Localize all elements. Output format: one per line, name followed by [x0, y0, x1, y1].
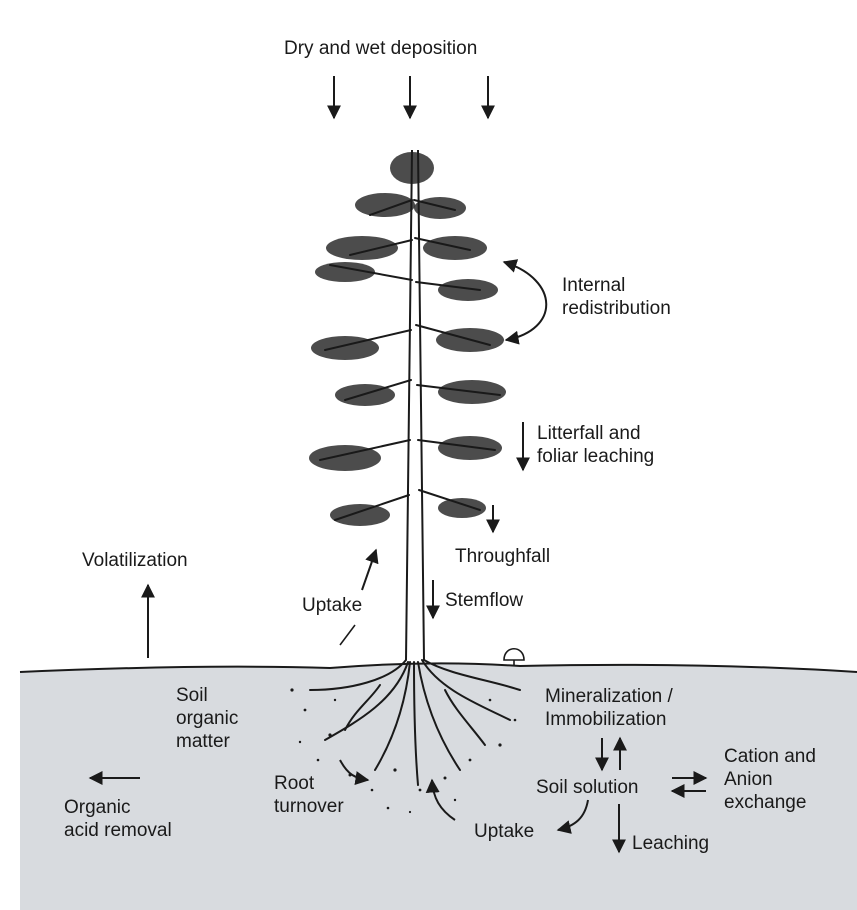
fungus-icon	[504, 649, 524, 666]
label-soil-organic-matter: Soil organic matter	[176, 684, 238, 753]
internal-redistribution-arrow	[504, 262, 546, 340]
uptake-pointer-line	[340, 625, 355, 645]
uptake-above-arrow	[362, 550, 376, 590]
label-uptake-above: Uptake	[302, 594, 362, 617]
label-uptake-below: Uptake	[474, 820, 534, 843]
label-volatilization: Volatilization	[82, 549, 188, 572]
label-dry-wet-deposition: Dry and wet deposition	[284, 37, 477, 60]
label-cation-anion-exchange: Cation and Anion exchange	[724, 745, 816, 814]
label-throughfall: Throughfall	[455, 545, 550, 568]
label-root-turnover: Root turnover	[274, 772, 344, 818]
label-soil-solution: Soil solution	[536, 776, 638, 799]
label-organic-acid-removal: Organic acid removal	[64, 796, 172, 842]
label-mineralization: Mineralization / Immobilization	[545, 685, 673, 731]
label-litterfall: Litterfall and foliar leaching	[537, 422, 654, 468]
label-internal-redistribution: Internal redistribution	[562, 274, 671, 320]
tree-trunk	[406, 150, 424, 660]
label-stemflow: Stemflow	[445, 589, 523, 612]
label-leaching: Leaching	[632, 832, 709, 855]
